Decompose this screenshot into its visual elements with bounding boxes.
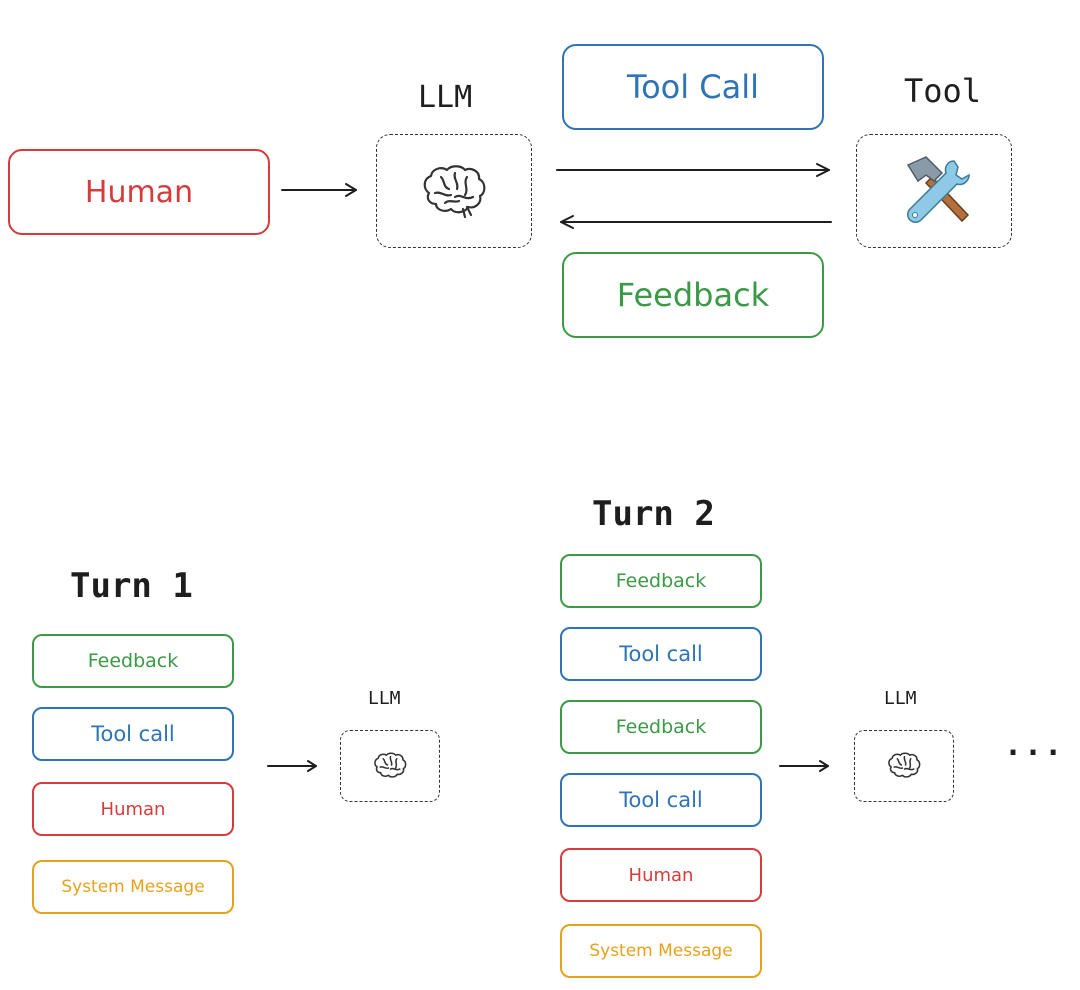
- human-label: Human: [84, 174, 194, 210]
- tool-title: Tool: [904, 72, 982, 110]
- turn2-stack-item-feedback: Feedback: [560, 700, 762, 754]
- hammer-wrench-icon: [906, 156, 970, 223]
- brain-icon: [888, 752, 921, 778]
- ellipsis: ...: [1004, 728, 1065, 763]
- arrow-human-to-llm: [281, 183, 357, 197]
- turn2-title: Turn 2: [592, 494, 715, 534]
- turn2-stack-item-feedback: Feedback: [560, 554, 762, 608]
- turn2-llm-title: LLM: [884, 688, 917, 709]
- feedback-box: Feedback: [562, 252, 824, 338]
- turn2-arrow-to-llm: [779, 760, 829, 772]
- turn1-stack-item-human: Human: [32, 782, 234, 836]
- turn1-arrow-to-llm: [267, 760, 317, 772]
- turn1-stack-item-tool-call: Tool call: [32, 707, 234, 761]
- turn2-stack-item-human: Human: [560, 848, 762, 902]
- turn2-llm-box: [854, 730, 954, 802]
- tool-call-box: Tool Call: [562, 44, 824, 130]
- turn1-stack-item-feedback: Feedback: [32, 634, 234, 688]
- llm-box: [376, 134, 532, 248]
- brain-icon: [374, 752, 407, 778]
- arrow-llm-to-tool: [556, 163, 830, 177]
- turn1-stack-item-system-message: System Message: [32, 860, 234, 914]
- human-box: Human: [8, 149, 270, 235]
- turn2-stack-item-tool-call: Tool call: [560, 773, 762, 827]
- tool-call-label: Tool Call: [626, 68, 760, 106]
- llm-title: LLM: [418, 80, 473, 115]
- turn1-llm-box: [340, 730, 440, 802]
- turn1-llm-title: LLM: [368, 688, 401, 709]
- brain-icon: [423, 165, 486, 219]
- feedback-label: Feedback: [616, 276, 770, 314]
- turn2-stack-item-tool-call: Tool call: [560, 627, 762, 681]
- turn2-stack-item-system-message: System Message: [560, 924, 762, 978]
- arrow-tool-to-llm: [560, 215, 832, 229]
- tool-box: [856, 134, 1012, 248]
- turn1-title: Turn 1: [70, 566, 193, 606]
